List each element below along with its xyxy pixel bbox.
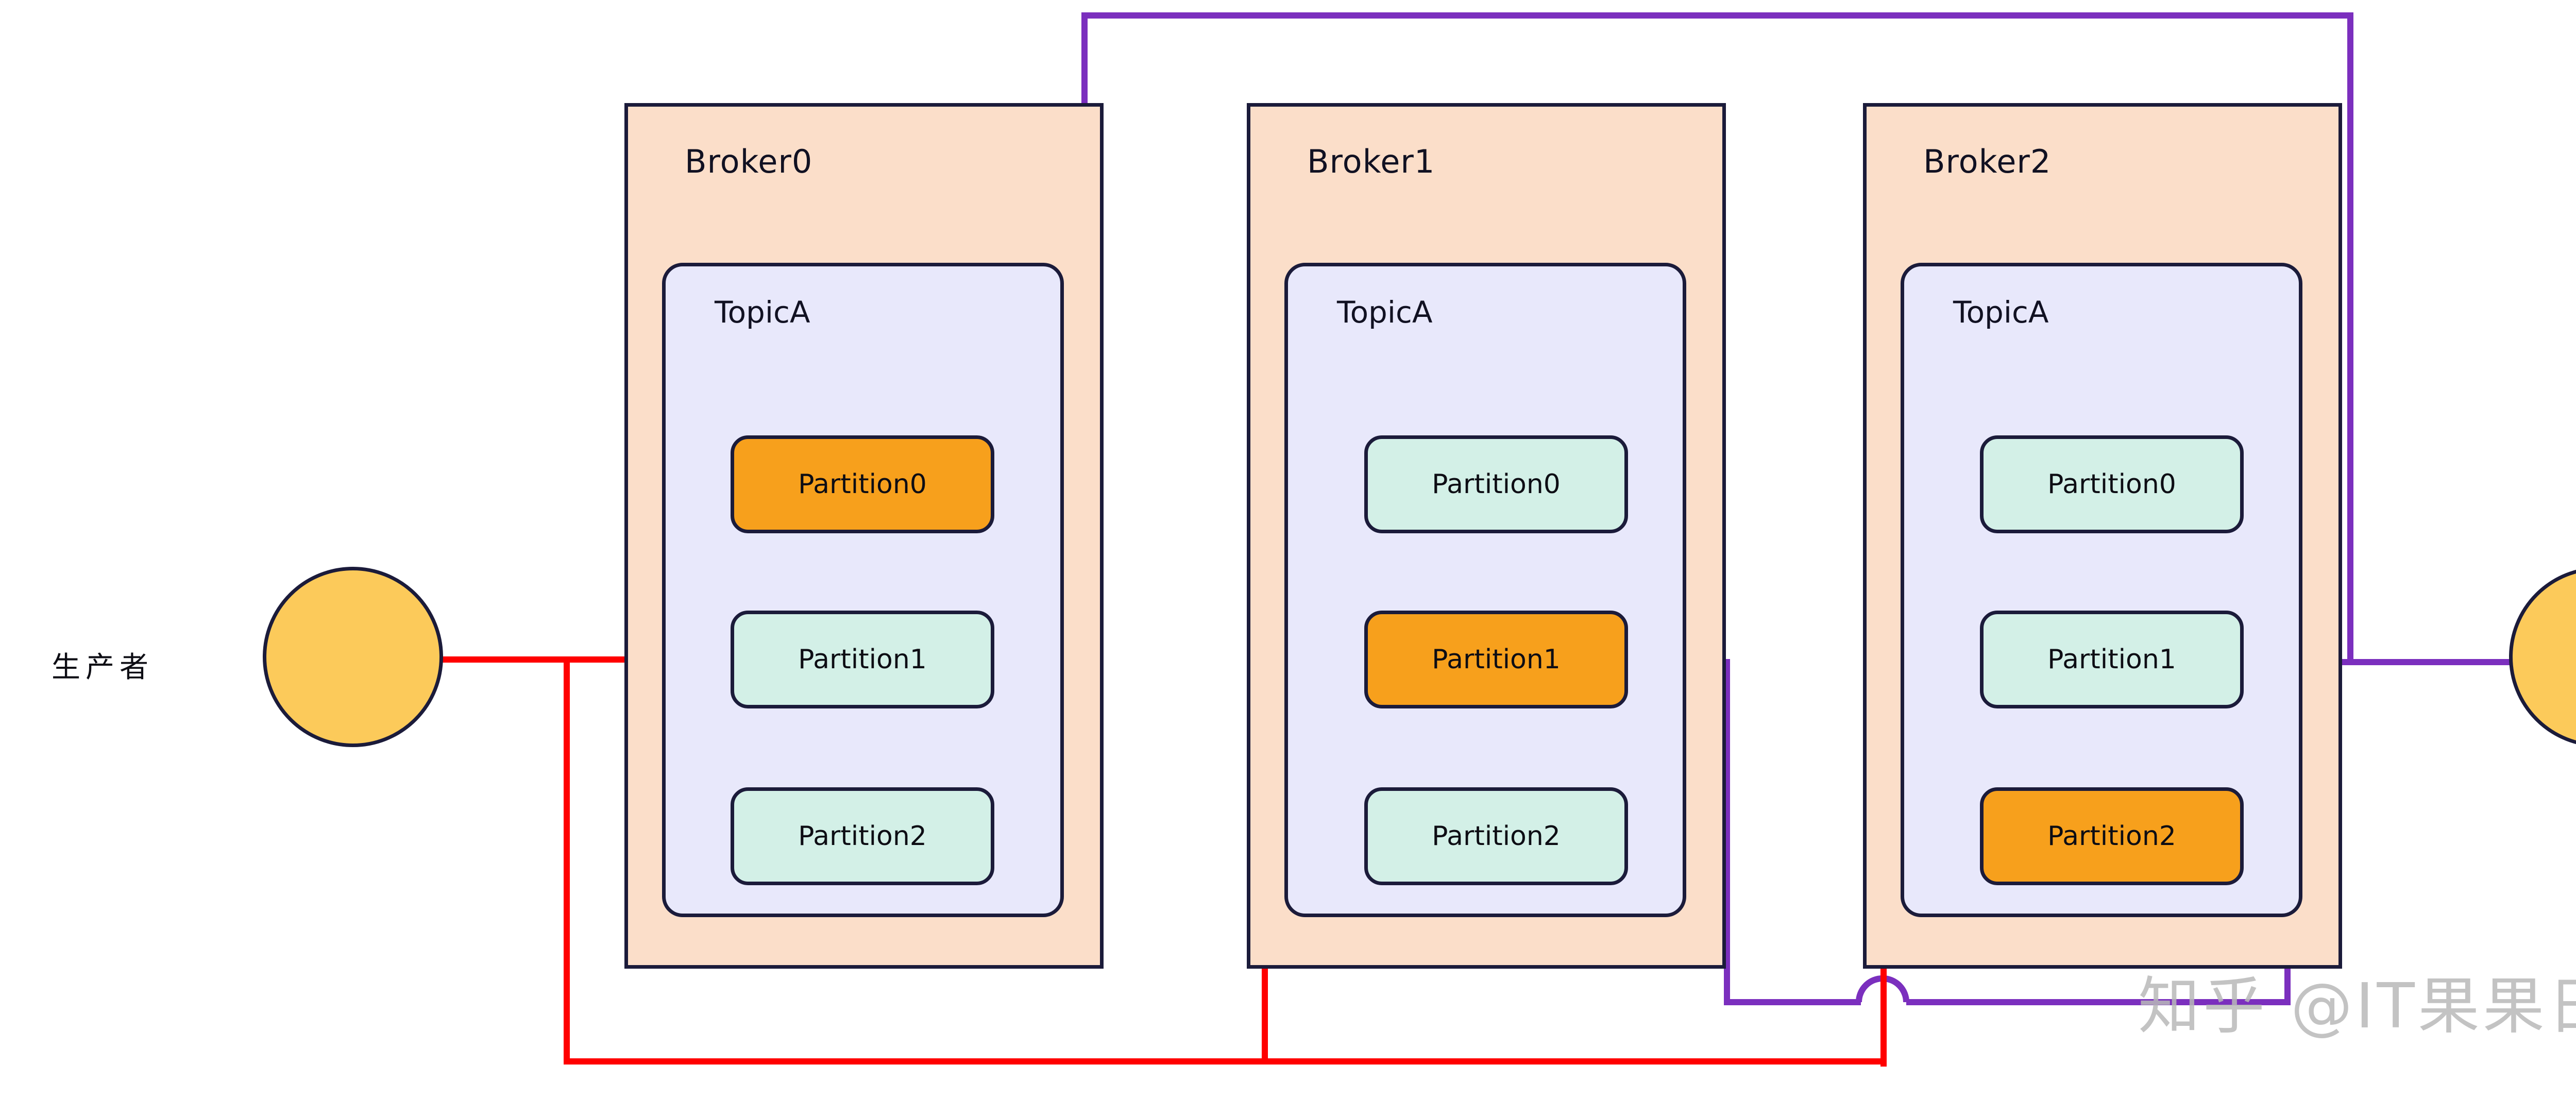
partition-broker0-p0[interactable]: Partition0	[731, 435, 994, 533]
partition-broker1-p1[interactable]: Partition1	[1364, 611, 1628, 708]
producer-label: 生产者	[52, 651, 154, 684]
partition-broker1-p2[interactable]: Partition2	[1364, 787, 1628, 885]
broker-title: Broker0	[685, 143, 813, 180]
broker-title: Broker1	[1307, 143, 1435, 180]
broker-title: Broker2	[1923, 143, 2052, 180]
partition-broker2-p1[interactable]: Partition1	[1980, 611, 2244, 708]
partition-broker2-p0[interactable]: Partition0	[1980, 435, 2244, 533]
topic-title: TopicA	[715, 295, 810, 330]
producer-node[interactable]	[263, 567, 443, 747]
producer-flow-red	[355, 457, 1985, 1065]
topic-title: TopicA	[1337, 295, 1433, 330]
topic-title: TopicA	[1953, 295, 2049, 330]
partition-broker1-p0[interactable]: Partition0	[1364, 435, 1628, 533]
partition-broker0-p2[interactable]: Partition2	[731, 787, 994, 885]
producer-riser-broker2	[1880, 964, 1887, 1067]
partition-broker2-p2[interactable]: Partition2	[1980, 787, 2244, 885]
partition-broker0-p1[interactable]: Partition1	[731, 611, 994, 708]
